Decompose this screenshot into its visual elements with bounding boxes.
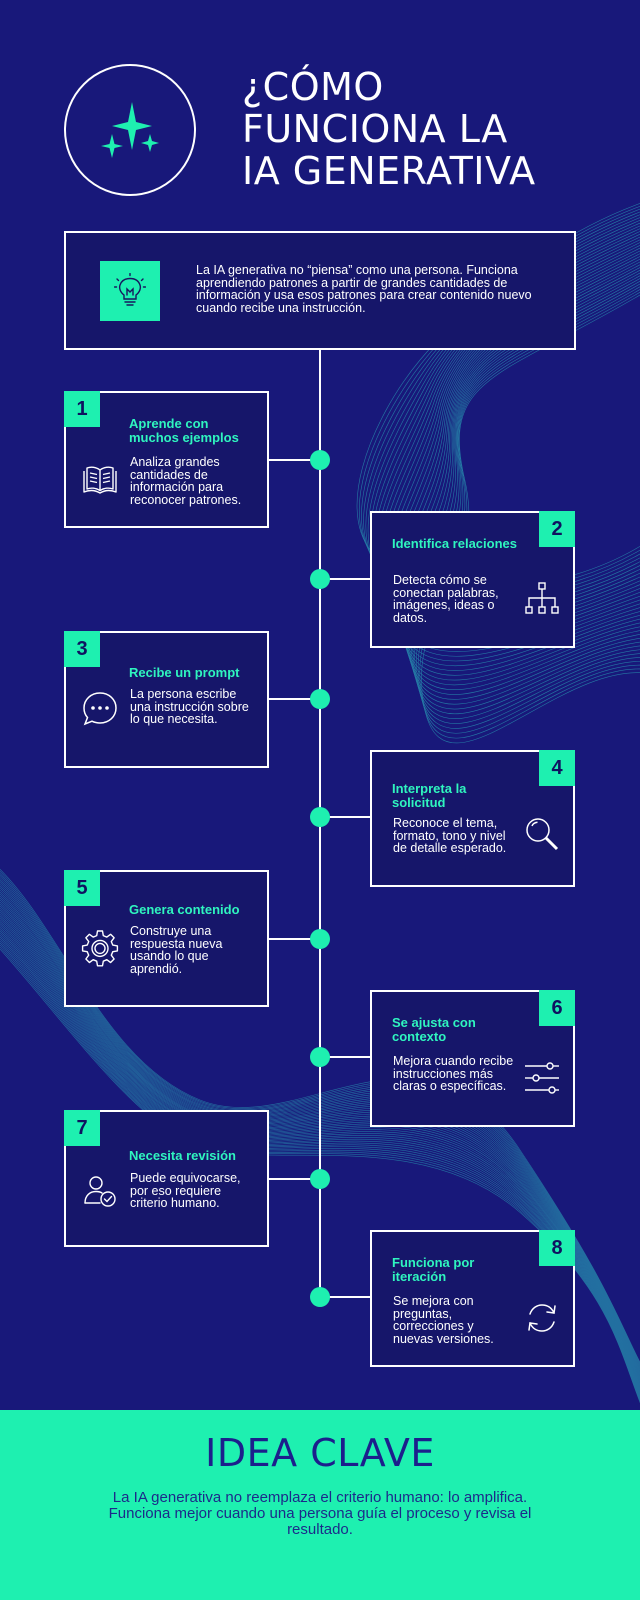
timeline-node bbox=[310, 1169, 330, 1189]
timeline-node bbox=[310, 1287, 330, 1307]
timeline-connector bbox=[269, 698, 320, 700]
user-check-icon bbox=[84, 1176, 116, 1207]
timeline-node bbox=[310, 689, 330, 709]
refresh-icon bbox=[528, 1304, 556, 1332]
timeline-connector bbox=[320, 1296, 370, 1298]
hierarchy-icon bbox=[525, 582, 559, 614]
step-body: La persona escribe una instrucción sobre… bbox=[130, 687, 249, 726]
step-card-1: 1 Aprende con muchos ejemplos Analiza gr… bbox=[64, 391, 269, 528]
timeline-node bbox=[310, 1047, 330, 1067]
key-idea-text: La IA generativa no reemplaza el criteri… bbox=[108, 1489, 532, 1538]
step-body: Detecta cómo se conectan palabras, imáge… bbox=[393, 573, 499, 625]
step-title: Identifica relaciones bbox=[392, 536, 517, 551]
sparkle-icon bbox=[101, 102, 159, 158]
timeline-node bbox=[310, 450, 330, 470]
step-number: 1 bbox=[64, 391, 100, 427]
timeline-connector bbox=[269, 459, 320, 461]
step-number: 2 bbox=[539, 511, 575, 547]
gear-icon bbox=[81, 930, 119, 967]
step-body: Puede equivocarse, por eso requiere crit… bbox=[130, 1171, 241, 1210]
step-number: 7 bbox=[64, 1110, 100, 1146]
title-line: FUNCIONA LA bbox=[242, 107, 508, 151]
key-idea-section: IDEA CLAVE La IA generativa no reemplaza… bbox=[0, 1410, 640, 1600]
step-card-6: 6 Se ajusta con contexto Mejora cuando r… bbox=[370, 990, 575, 1127]
step-number: 4 bbox=[539, 750, 575, 786]
chat-bubble-icon bbox=[83, 692, 117, 726]
step-body: Se mejora con preguntas, correcciones y … bbox=[393, 1294, 494, 1346]
timeline-node bbox=[310, 807, 330, 827]
sliders-icon bbox=[525, 1062, 559, 1094]
title-line: ¿CÓMO bbox=[242, 65, 384, 109]
step-body: Analiza grandes cantidades de informació… bbox=[130, 455, 242, 507]
step-number: 6 bbox=[539, 990, 575, 1026]
magnifier-icon bbox=[526, 818, 559, 851]
timeline-connector bbox=[320, 1056, 370, 1058]
step-card-7: 7 Necesita revisión Puede equivocarse, p… bbox=[64, 1110, 269, 1247]
step-title: Aprende con muchos ejemplos bbox=[129, 416, 239, 445]
title-line: IA GENERATIVA bbox=[242, 149, 536, 193]
step-number: 8 bbox=[539, 1230, 575, 1266]
timeline-node bbox=[310, 569, 330, 589]
step-number: 5 bbox=[64, 870, 100, 906]
intro-text: La IA generativa no “piensa” como una pe… bbox=[196, 263, 532, 315]
step-title: Necesita revisión bbox=[129, 1148, 236, 1163]
step-body: Construye una respuesta nueva usando lo … bbox=[130, 924, 223, 976]
step-title: Genera contenido bbox=[129, 902, 240, 917]
lightbulb-icon bbox=[114, 273, 146, 306]
step-card-4: 4 Interpreta la solicitud Reconoce el te… bbox=[370, 750, 575, 887]
page-title: ¿CÓMO FUNCIONA LA IA GENERATIVA bbox=[242, 66, 622, 192]
step-title: Interpreta la solicitud bbox=[392, 781, 467, 810]
timeline-node bbox=[310, 929, 330, 949]
step-body: Mejora cuando recibe instrucciones más c… bbox=[393, 1054, 514, 1093]
key-idea-title: IDEA CLAVE bbox=[205, 1431, 435, 1475]
timeline-connector bbox=[320, 578, 370, 580]
book-icon bbox=[83, 466, 117, 494]
timeline-connector bbox=[269, 938, 320, 940]
step-card-2: 2 Identifica relaciones Detecta cómo se … bbox=[370, 511, 575, 648]
timeline-connector bbox=[269, 1178, 320, 1180]
hero-sparkle-badge bbox=[64, 64, 196, 196]
step-body: Reconoce el tema, formato, tono y nivel … bbox=[393, 816, 507, 855]
step-title: Se ajusta con contexto bbox=[392, 1015, 476, 1044]
intro-icon-tile bbox=[100, 261, 160, 321]
step-card-5: 5 Genera contenido Construye una respues… bbox=[64, 870, 269, 1007]
step-card-8: 8 Funciona por iteración Se mejora con p… bbox=[370, 1230, 575, 1367]
timeline-connector bbox=[320, 816, 370, 818]
step-title: Recibe un prompt bbox=[129, 665, 240, 680]
step-title: Funciona por iteración bbox=[392, 1255, 475, 1284]
step-number: 3 bbox=[64, 631, 100, 667]
step-card-3: 3 Recibe un prompt La persona escribe un… bbox=[64, 631, 269, 768]
intro-box: La IA generativa no “piensa” como una pe… bbox=[64, 231, 576, 350]
